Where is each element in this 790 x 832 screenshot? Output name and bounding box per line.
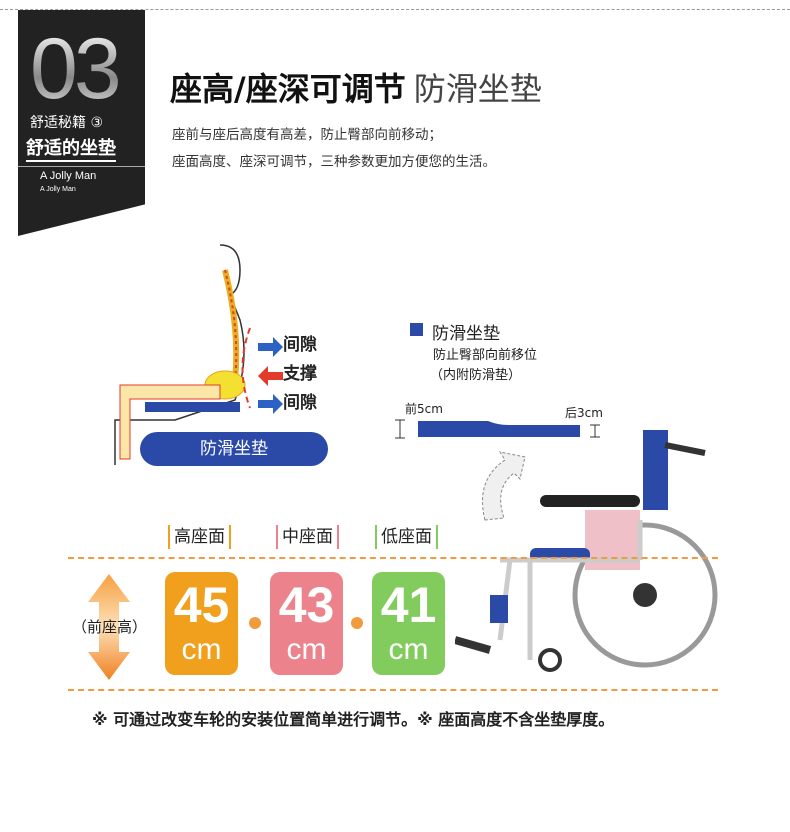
height-unit: cm: [181, 633, 222, 666]
height-option-label: 低座面: [375, 525, 438, 549]
seated-figure-illustration: [114, 244, 283, 465]
title-bold: 座高/座深可调节: [170, 70, 406, 108]
gap-label: 间隙: [283, 335, 317, 355]
cushion-profile: [395, 419, 600, 439]
legend-line: 防止臀部向前移位: [433, 348, 538, 363]
front-seat-height-label: （前座高）: [72, 618, 148, 636]
separator-dot: [351, 617, 363, 629]
banner-title: 舒适的坐垫: [26, 134, 116, 162]
dashed-divider: [68, 689, 718, 691]
up-down-arrow-icon: [88, 574, 130, 680]
dashed-divider: [68, 557, 718, 559]
height-unit: cm: [388, 633, 429, 666]
gap-label: 间隙: [283, 393, 317, 413]
brand-name-small: A Jolly Man: [40, 186, 76, 193]
legend-line: （内附防滑垫）: [430, 368, 522, 383]
height-value: 43: [278, 577, 335, 633]
front-thickness: 前5cm: [405, 402, 443, 416]
support-label: 支撑: [283, 364, 317, 384]
banner-divider: [18, 166, 145, 167]
page-title: 座高/座深可调节防滑坐垫: [170, 64, 542, 110]
height-value: 45: [173, 577, 230, 633]
wheelchair-illustration: [455, 430, 718, 672]
height-option-label: 中座面: [276, 525, 339, 549]
brand-name: A Jolly Man: [40, 170, 97, 182]
height-value: 41: [380, 577, 437, 633]
description-line: 座面高度、座深可调节，三种参数更加方便您的生活。: [172, 154, 496, 170]
title-light: 防滑坐垫: [413, 70, 542, 108]
footer-note: ※ 可通过改变车轮的安装位置简单进行调节。※ 座面高度不含坐垫厚度。: [92, 710, 615, 729]
legend-title: 防滑坐垫: [432, 324, 500, 344]
top-divider: [0, 9, 790, 10]
legend-swatch: [410, 323, 423, 336]
cushion-label: 防滑坐垫: [140, 432, 328, 466]
height-option-label: 高座面: [168, 525, 231, 549]
back-thickness: 后3cm: [565, 406, 603, 420]
separator-dot: [249, 617, 261, 629]
banner-subtitle: 舒适秘籍 ③: [30, 115, 104, 131]
description-line: 座前与座后高度有高差，防止臀部向前移动；: [172, 127, 442, 143]
height-unit: cm: [286, 633, 327, 666]
section-number: 03: [30, 21, 122, 117]
section-banner: [18, 10, 145, 236]
